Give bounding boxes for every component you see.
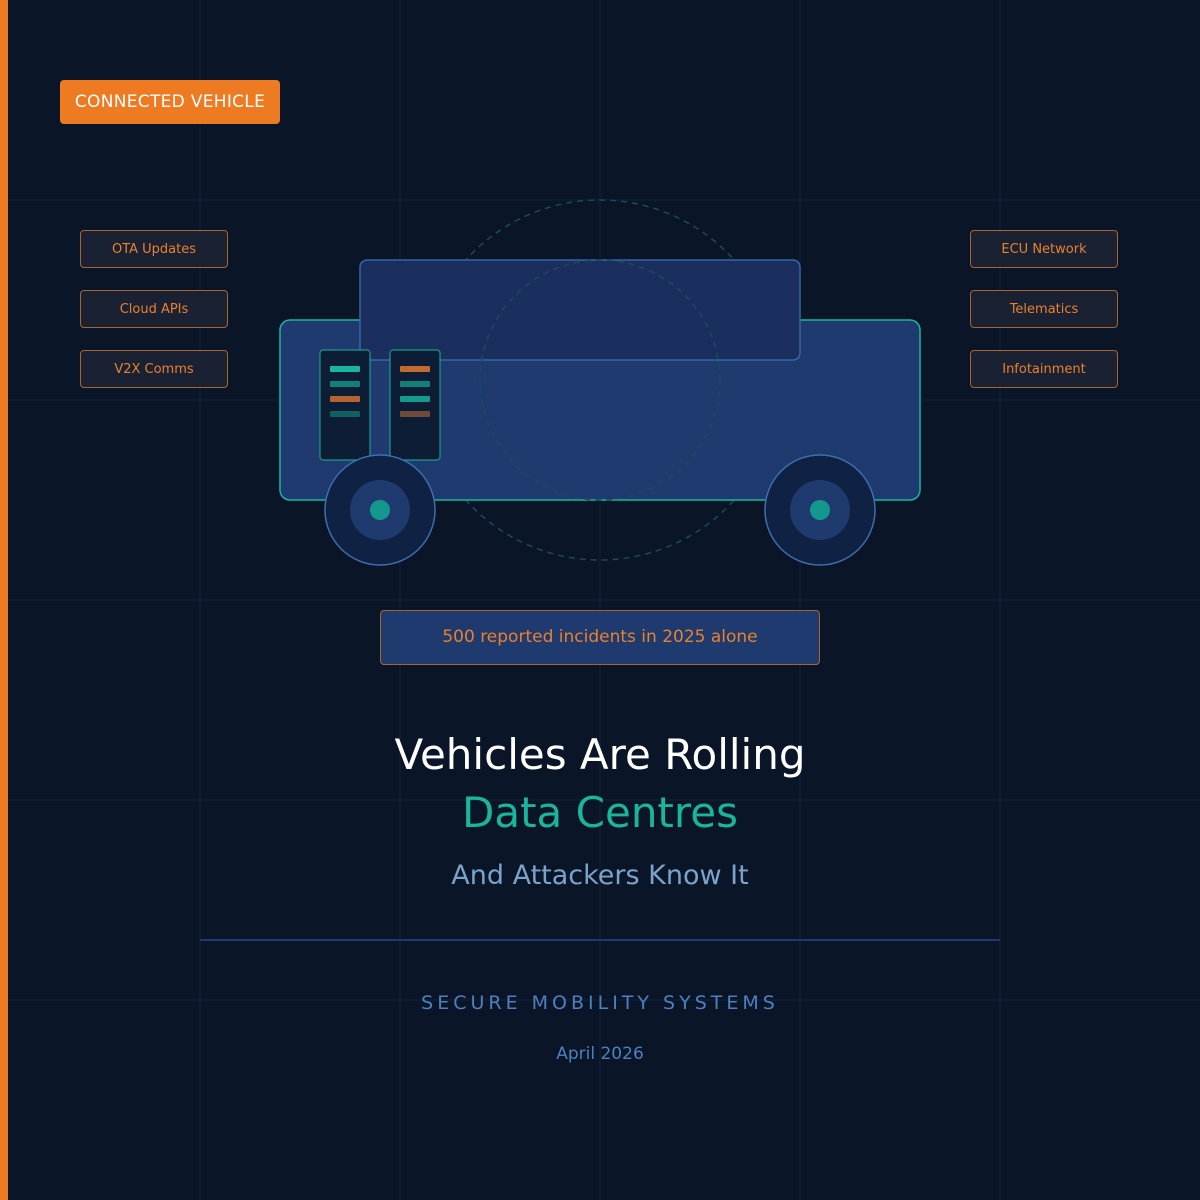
server-rack-icon-right — [389, 349, 441, 461]
brand-name: SECURE MOBILITY SYSTEMS — [421, 992, 779, 1014]
section-divider — [200, 939, 1000, 941]
tag-telematics: Telematics — [970, 290, 1118, 328]
publication-date: April 2026 — [556, 1044, 644, 1064]
inner-dashed-ring — [479, 259, 721, 501]
vehicle-cabin — [359, 259, 801, 361]
tag-infotainment: Infotainment — [970, 350, 1118, 388]
wheel-icon-front — [324, 454, 436, 566]
headline-subtitle: And Attackers Know It — [451, 860, 749, 891]
tag-cloud-apis: Cloud APIs — [80, 290, 228, 328]
server-rack-icon-left — [319, 349, 371, 461]
truck-illustration-icon — [279, 199, 921, 566]
tag-ota-updates: OTA Updates — [80, 230, 228, 268]
tag-ecu-network: ECU Network — [970, 230, 1118, 268]
connected-vehicle-badge: CONNECTED VEHICLE — [60, 80, 280, 124]
headline-line-2: Data Centres — [462, 788, 738, 837]
tag-v2x-comms: V2X Comms — [80, 350, 228, 388]
incident-callout: 500 reported incidents in 2025 alone — [380, 610, 820, 665]
left-accent-bar — [0, 0, 8, 1200]
headline-line-1: Vehicles Are Rolling — [394, 730, 806, 779]
wheel-icon-rear — [764, 454, 876, 566]
